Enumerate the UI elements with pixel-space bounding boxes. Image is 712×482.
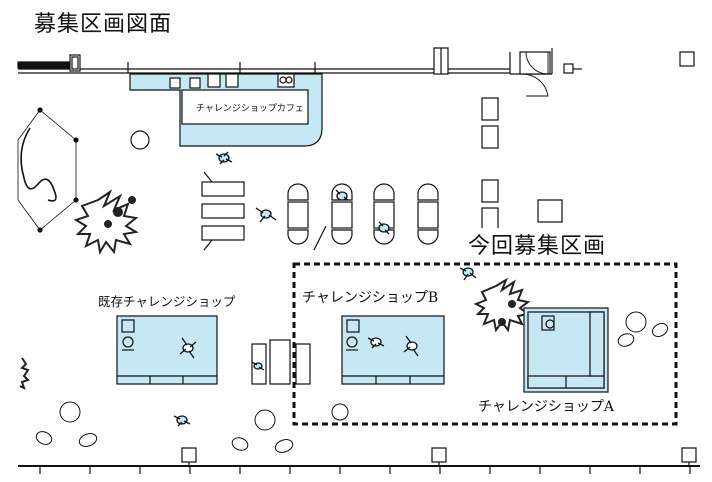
tables-left [201, 171, 245, 251]
current-area-boundary [292, 262, 678, 426]
booth-shop-a [523, 307, 609, 393]
people-figures [173, 151, 477, 427]
bottom-rail [18, 447, 700, 474]
decoration-left [17, 107, 150, 233]
booth-existing [116, 315, 218, 385]
shop-b-label: チャレンジショップB [302, 290, 439, 306]
stacked-boxes [481, 97, 563, 231]
booth-shop-b [341, 315, 445, 385]
tree-2 [473, 277, 531, 333]
current-area-label: 今回募集区画 [466, 228, 609, 260]
shop-a-label: チャレンジショップA [478, 399, 614, 415]
existing-shop-label: 既存チャレンジショップ [98, 294, 236, 309]
middle-table [251, 339, 311, 385]
stepping-stones [35, 311, 669, 453]
cafe-counter [129, 73, 323, 147]
tree-3 [19, 357, 30, 390]
page-title: 募集区画図面 [34, 12, 173, 37]
top-wall [17, 47, 695, 97]
chair-capsules [287, 183, 439, 251]
tree-1 [73, 189, 139, 255]
cafe-label: チャレンジショップカフェ [196, 104, 304, 114]
